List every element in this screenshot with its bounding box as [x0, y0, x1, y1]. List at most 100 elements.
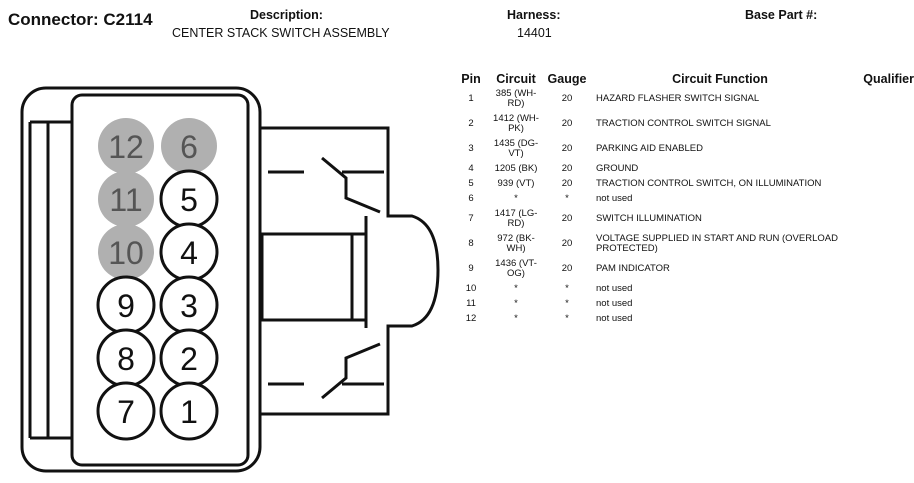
cell-gauge: 20	[561, 263, 573, 274]
cell-circuit-function: HAZARD FLASHER SWITCH SIGNAL	[596, 93, 760, 104]
base-part-label: Base Part #:	[745, 8, 818, 22]
cell-circuit: *	[514, 298, 518, 309]
cell-pin: 11	[466, 298, 476, 309]
cell-circuit-function: PAM INDICATOR	[596, 263, 670, 274]
cell-circuit-function: PARKING AID ENABLED	[596, 143, 703, 154]
cell-pin: 12	[465, 313, 477, 324]
cell-gauge: *	[565, 313, 569, 324]
housing-inner-face	[70, 93, 250, 467]
table-row: 3 1435 (DG-VT) 20 PARKING AID ENABLED	[452, 138, 914, 163]
table-row: 12 * * not used	[452, 313, 914, 328]
cell-gauge: *	[565, 298, 569, 309]
cell-pin: 3	[468, 143, 474, 154]
table-row: 7 1417 (LG-RD) 20 SWITCH ILLUMINATION	[452, 208, 914, 233]
cell-pin: 7	[468, 213, 474, 224]
pin-number-9: 9	[117, 288, 135, 324]
cell-circuit-function: not used	[596, 298, 633, 309]
col-header-circuit: Circuit	[496, 72, 536, 86]
cell-circuit: *	[514, 283, 518, 294]
connector-housing	[20, 86, 440, 473]
harness-value: 14401	[517, 26, 552, 40]
cell-pin: 2	[468, 118, 474, 129]
cell-gauge: 20	[561, 178, 573, 189]
pin-cavity-10	[98, 224, 154, 280]
cell-gauge: 20	[561, 118, 573, 129]
harness-label: Harness:	[507, 8, 561, 22]
pin-number-7: 7	[117, 394, 135, 430]
latch-hook-bottom	[321, 342, 381, 400]
description-value: CENTER STACK SWITCH ASSEMBLY	[172, 26, 390, 40]
cell-circuit-function: not used	[596, 283, 633, 294]
pin-number-2: 2	[180, 341, 198, 377]
cell-pin: 4	[468, 163, 474, 174]
cell-qualifier	[844, 88, 914, 113]
pin-number-8: 8	[117, 341, 135, 377]
cell-circuit-function: not used	[596, 193, 633, 204]
cell-circuit: 972 (BK-WH)	[497, 233, 535, 254]
table-row: 9 1436 (VT-OG) 20 PAM INDICATOR	[452, 258, 914, 283]
cell-qualifier	[844, 233, 914, 258]
table-row: 11 * * not used	[452, 298, 914, 313]
pin-cavity-1	[159, 381, 219, 441]
cell-circuit: 939 (VT)	[497, 178, 535, 189]
cell-circuit-function: TRACTION CONTROL SWITCH, ON ILLUMINATION	[596, 178, 822, 189]
pin-cavity-6	[161, 118, 217, 174]
cell-qualifier	[844, 208, 914, 233]
housing-outer-shell	[20, 86, 262, 473]
cell-gauge: 20	[561, 238, 573, 249]
pin-number-11: 11	[109, 182, 142, 218]
pin-number-5: 5	[180, 182, 198, 218]
connector-id: C2114	[103, 10, 153, 29]
cell-circuit-function: not used	[596, 313, 633, 324]
col-header-qualifier: Qualifier	[863, 72, 914, 86]
pin-number-1: 1	[180, 394, 198, 430]
cell-qualifier	[844, 313, 914, 328]
cell-qualifier	[844, 163, 914, 178]
latch-hook-top	[321, 156, 381, 214]
cell-circuit-function: TRACTION CONTROL SWITCH SIGNAL	[596, 118, 771, 129]
table-row: 10 * * not used	[452, 283, 914, 298]
cell-pin: 9	[468, 263, 474, 274]
cell-circuit: 1417 (LG-RD)	[494, 208, 538, 229]
cell-circuit: 385 (WH-RD)	[495, 88, 537, 109]
table-row: 1 385 (WH-RD) 20 HAZARD FLASHER SWITCH S…	[452, 88, 914, 113]
cell-circuit: 1205 (BK)	[494, 163, 538, 174]
cell-qualifier	[844, 258, 914, 283]
cell-gauge: *	[565, 193, 569, 204]
cell-qualifier	[844, 298, 914, 313]
pin-cavity-7	[96, 381, 156, 441]
cell-circuit: 1436 (VT-OG)	[495, 258, 537, 279]
cell-circuit-function: VOLTAGE SUPPLIED IN START AND RUN (OVERL…	[596, 233, 838, 254]
cell-circuit: *	[514, 193, 518, 204]
latch-body-outline	[260, 126, 440, 416]
pin-cavity-12	[98, 118, 154, 174]
connector-label: Connector:	[8, 10, 99, 29]
cell-circuit: 1435 (DG-VT)	[493, 138, 539, 159]
table-row: 8 972 (BK-WH) 20 VOLTAGE SUPPLIED IN STA…	[452, 233, 914, 258]
cell-qualifier	[844, 178, 914, 193]
cell-circuit: 1412 (WH-PK)	[493, 113, 539, 134]
cell-pin: 10	[465, 283, 477, 294]
latch-slot	[260, 232, 368, 322]
cell-gauge: 20	[561, 213, 573, 224]
table-row: 6 * * not used	[452, 193, 914, 208]
pin-cavity-11	[98, 171, 154, 227]
cell-pin: 6	[468, 193, 474, 204]
pin-table-header: Pin Circuit Gauge Circuit Function Quali…	[452, 70, 914, 88]
cell-circuit-function: SWITCH ILLUMINATION	[596, 213, 702, 224]
col-header-circuit-function: Circuit Function	[672, 72, 768, 86]
cell-gauge: *	[565, 283, 569, 294]
description-label: Description:	[250, 8, 323, 22]
pin-number-4: 4	[180, 235, 198, 271]
cell-circuit: *	[514, 313, 518, 324]
cell-pin: 1	[468, 93, 474, 104]
cell-pin: 5	[468, 178, 474, 189]
cell-qualifier	[844, 138, 914, 163]
pin-number-3: 3	[180, 288, 198, 324]
pin-number-12: 12	[108, 129, 144, 165]
cell-gauge: 20	[561, 163, 573, 174]
table-row: 4 1205 (BK) 20 GROUND	[452, 163, 914, 178]
cell-gauge: 20	[561, 143, 573, 154]
